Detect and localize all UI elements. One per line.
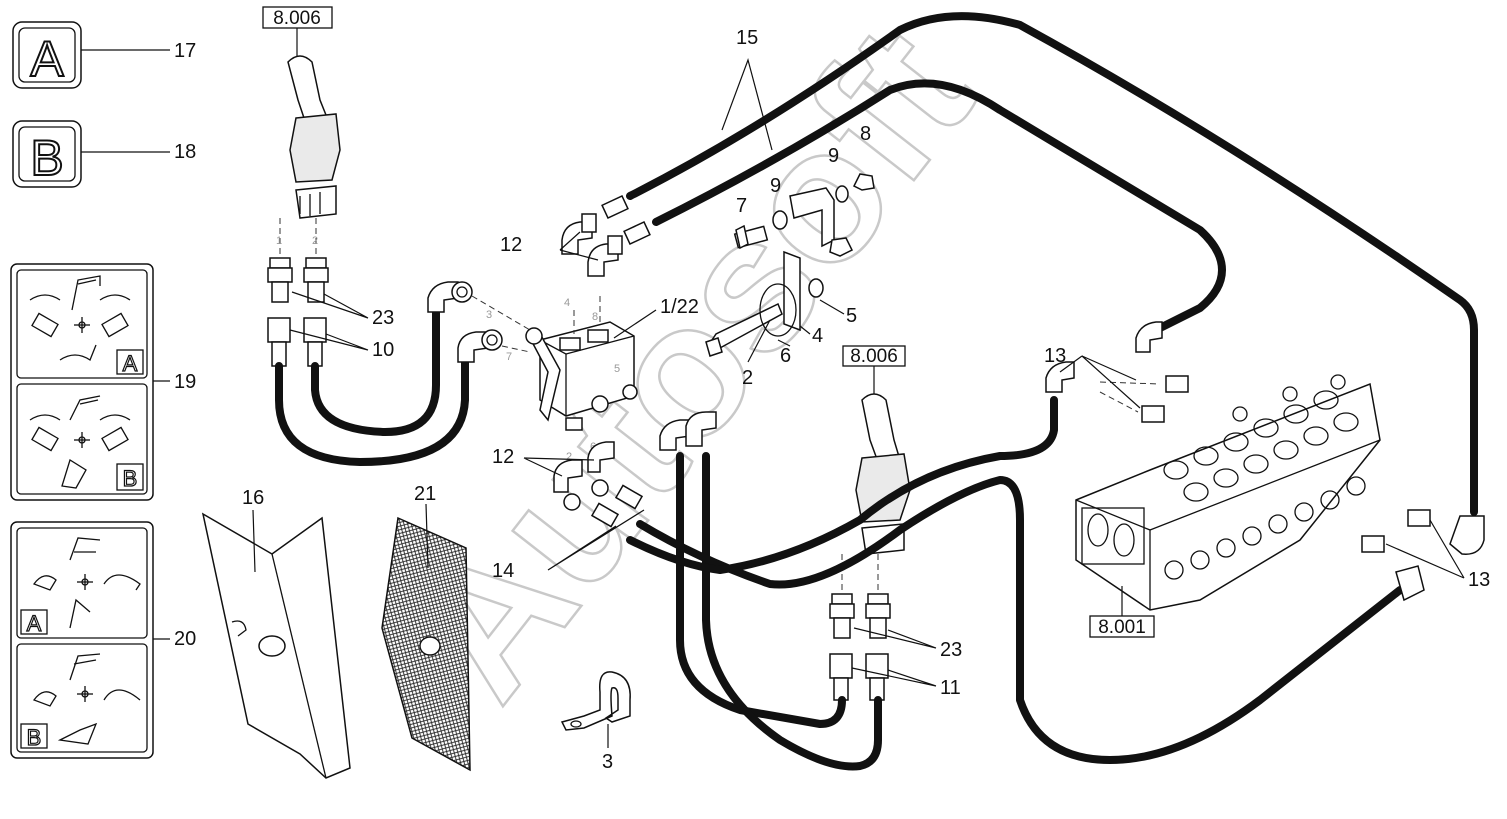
callout-12-low: 12 <box>492 446 514 468</box>
ref-bottom-right-text: 8.001 <box>1098 617 1146 638</box>
callout-8: 8 <box>860 123 871 145</box>
callout-21: 21 <box>414 483 436 505</box>
hose-15-outer <box>626 12 1478 516</box>
hose-center-b <box>702 452 882 771</box>
callout-9-b: 9 <box>828 145 839 167</box>
svg-text:2: 2 <box>312 235 318 247</box>
svg-text:3: 3 <box>486 309 492 321</box>
ref-box-bottom-right <box>1089 615 1155 638</box>
hose-15-fittings <box>601 195 1485 555</box>
hose-elbow-left <box>427 281 503 363</box>
callout-12-top: 12 <box>500 234 522 256</box>
joystick-left <box>287 55 341 219</box>
decal-a: A <box>12 21 82 89</box>
decal-19-b: B <box>123 466 138 491</box>
svg-text:4: 4 <box>564 297 570 309</box>
elbows-upper <box>561 213 623 277</box>
hose-to-13-low <box>636 476 1404 764</box>
hose-15-inner <box>652 79 1226 332</box>
elbows-lower <box>553 441 644 528</box>
svg-text:7: 7 <box>506 351 512 363</box>
decal-a-letter: A <box>30 31 64 87</box>
callout-2: 2 <box>742 367 753 389</box>
callout-17: 17 <box>174 40 196 62</box>
floor-mat-21 <box>381 516 471 772</box>
callout-16: 16 <box>242 487 264 509</box>
decal-20-a: A <box>27 611 42 636</box>
bracket-assembly-upper <box>733 173 875 250</box>
callout-23-left: 23 <box>372 307 394 329</box>
decal-b-letter: B <box>30 130 63 186</box>
guard-plate-16 <box>201 512 351 779</box>
svg-text:1: 1 <box>276 235 282 247</box>
callout-3: 3 <box>602 751 613 773</box>
decal-19: A B <box>10 263 154 501</box>
svg-text:8: 8 <box>592 311 598 323</box>
callout-10: 10 <box>372 339 394 361</box>
hose-left-inner <box>311 306 440 436</box>
control-valve-bank <box>1075 374 1381 611</box>
callout-6: 6 <box>780 345 791 367</box>
callout-19: 19 <box>174 371 196 393</box>
callout-1-22: 1/22 <box>660 296 699 318</box>
callout-14: 14 <box>492 560 514 582</box>
valve-fittings-13 <box>1141 375 1431 553</box>
decal-b: B <box>12 120 82 188</box>
decal-20-b: B <box>27 725 42 750</box>
callout-20: 20 <box>174 628 196 650</box>
callout-5: 5 <box>846 305 857 327</box>
callout-9-a: 9 <box>770 175 781 197</box>
center-hose-fittings <box>659 361 1425 602</box>
callout-4: 4 <box>812 325 823 347</box>
adapter-fittings-left <box>267 257 329 367</box>
hose-center-a <box>676 452 846 728</box>
decal-20: A B <box>10 521 154 759</box>
svg-text:5: 5 <box>614 363 620 375</box>
callout-11: 11 <box>940 677 961 699</box>
callout-7: 7 <box>736 195 747 217</box>
callout-15: 15 <box>736 27 758 49</box>
callout-23-right: 23 <box>940 639 962 661</box>
adapter-fittings-center <box>829 593 891 701</box>
decal-19-a: A <box>123 351 138 376</box>
bracket-assembly-lower <box>705 237 854 357</box>
callout-13-right: 13 <box>1468 569 1490 591</box>
ref-center-text: 8.006 <box>850 346 898 367</box>
svg-text:2: 2 <box>566 451 572 463</box>
callout-18: 18 <box>174 141 196 163</box>
hose-left-outer <box>275 356 469 466</box>
hose-to-13-high <box>626 396 1058 574</box>
hose-clamp-3 <box>560 671 631 731</box>
callout-13-top: 13 <box>1044 345 1066 367</box>
valve-block <box>525 321 638 431</box>
ref-top-left-text: 8.006 <box>273 8 321 29</box>
